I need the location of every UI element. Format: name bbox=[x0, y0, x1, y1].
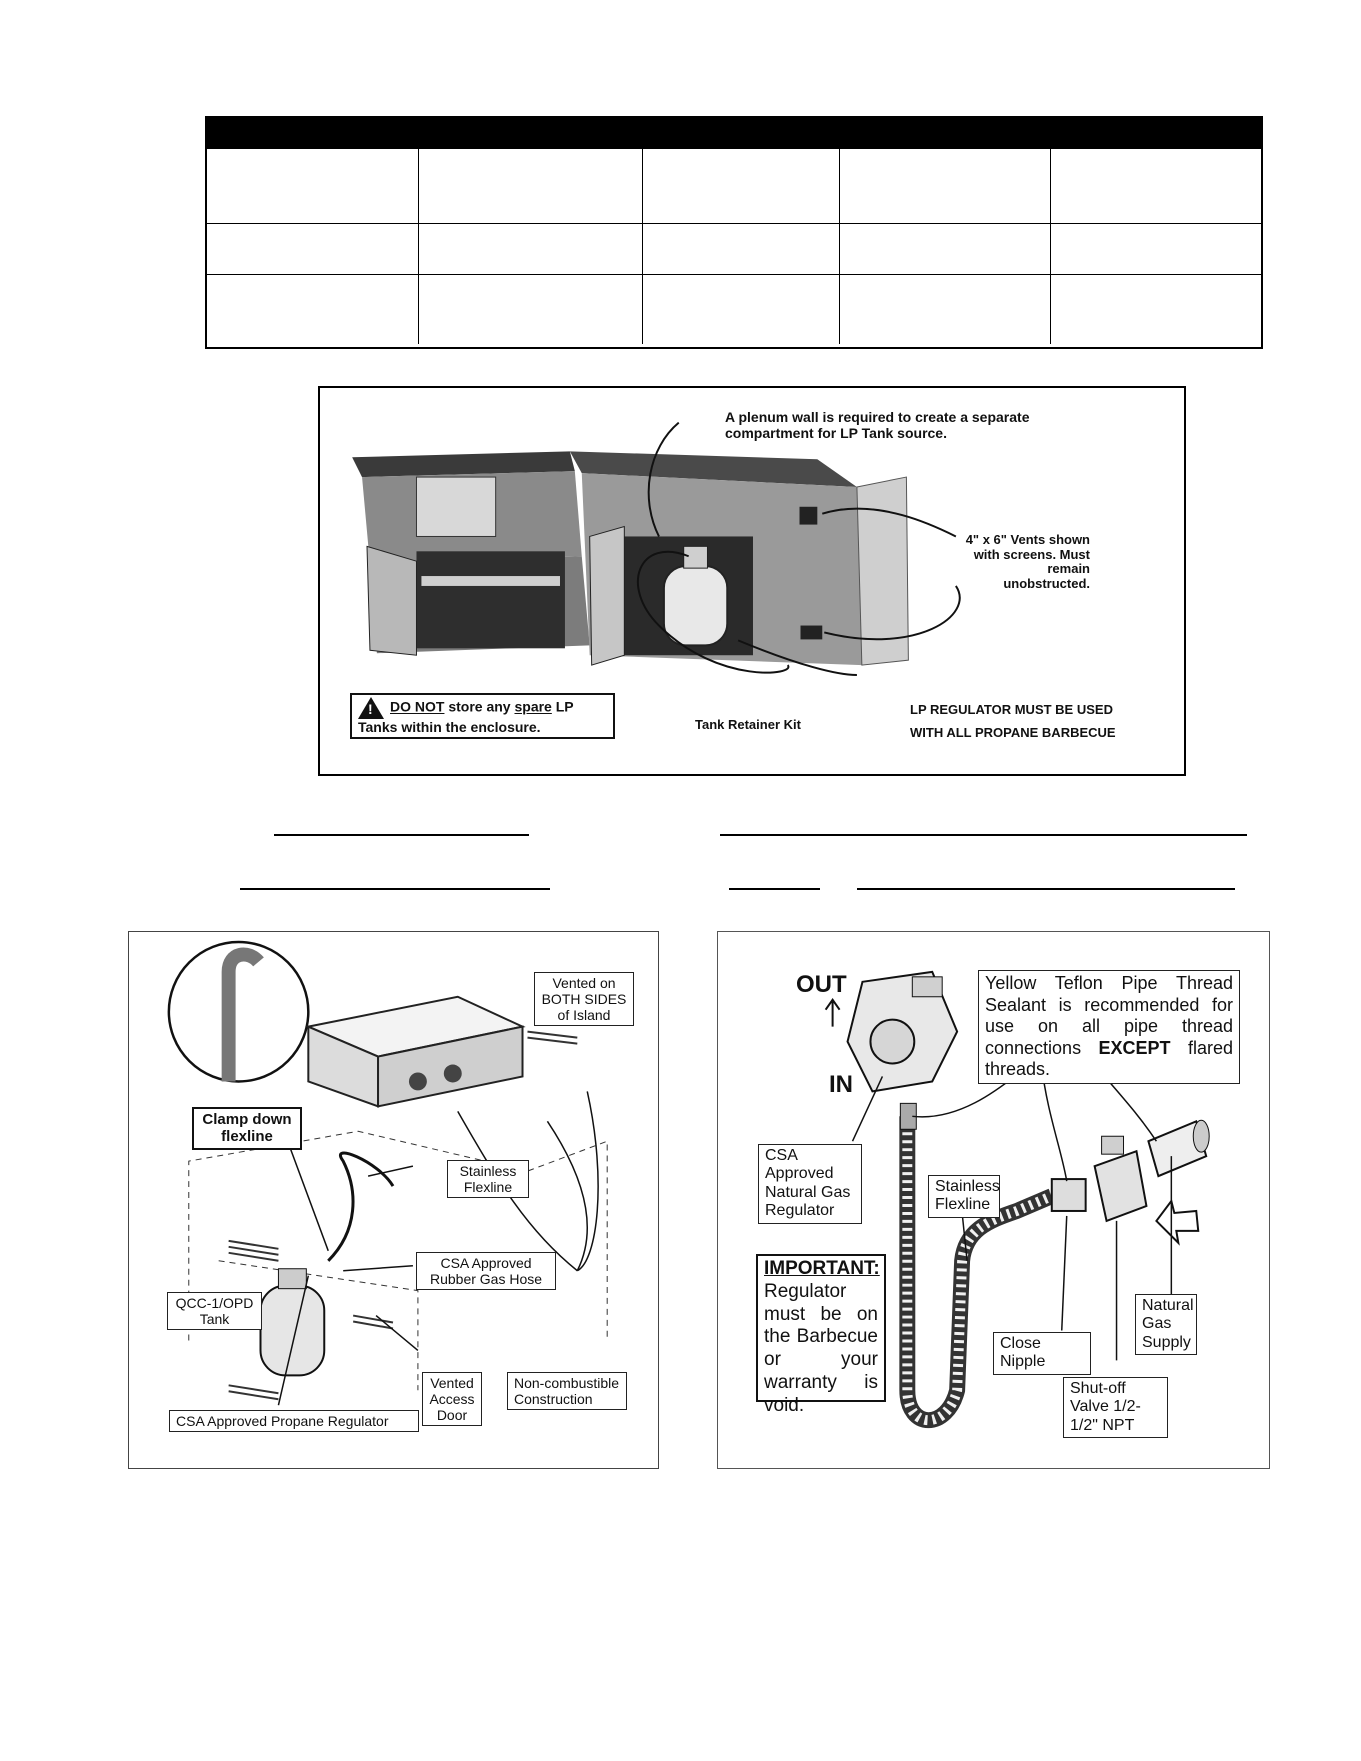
teflon-sealant-note: Yellow Teflon Pipe Thread Sealant is rec… bbox=[978, 970, 1240, 1084]
heading-underline bbox=[857, 888, 1235, 890]
heading-underline bbox=[720, 834, 1247, 836]
table-row bbox=[207, 148, 1261, 223]
natural-gas-regulator-label: CSA Approved Natural Gas Regulator bbox=[758, 1144, 862, 1224]
vented-access-door-label: Vented Access Door bbox=[422, 1372, 482, 1427]
warning-icon: ! bbox=[358, 697, 384, 719]
heading-underline bbox=[729, 888, 820, 890]
vented-both-sides-label: Vented on BOTH SIDES of Island bbox=[534, 972, 634, 1027]
out-label: OUT bbox=[796, 971, 847, 998]
stainless-flexline-label: Stainless Flexline bbox=[928, 1175, 1000, 1218]
clamp-flexline-label: Clamp down flexline bbox=[192, 1107, 302, 1150]
propane-install-figure: Vented on BOTH SIDES of Island Clamp dow… bbox=[128, 931, 659, 1469]
important-warranty-note: IMPORTANT: Regulator must be on the Barb… bbox=[756, 1254, 886, 1416]
heading-underline bbox=[240, 888, 550, 890]
table-header-bar bbox=[207, 118, 1261, 148]
spec-table bbox=[205, 116, 1263, 349]
regulator-note-2: WITH ALL PROPANE BARBECUE bbox=[910, 725, 1116, 740]
rubber-gas-hose-label: CSA Approved Rubber Gas Hose bbox=[416, 1252, 556, 1291]
natural-gas-supply-label: Natural Gas Supply bbox=[1135, 1294, 1197, 1356]
regulator-note-1: LP REGULATOR MUST BE USED bbox=[910, 702, 1113, 717]
noncombustible-label: Non-combustible Construction bbox=[507, 1372, 627, 1411]
heading-underline bbox=[274, 834, 529, 836]
table-row bbox=[207, 274, 1261, 344]
propane-install-drawing bbox=[167, 940, 608, 1406]
tank-label: QCC-1/OPD Tank bbox=[167, 1292, 262, 1331]
natural-gas-drawing bbox=[824, 970, 1210, 1428]
table-row bbox=[207, 223, 1261, 274]
tank-retainer-label: Tank Retainer Kit bbox=[695, 717, 801, 732]
island-enclosure-figure: A plenum wall is required to create a se… bbox=[318, 386, 1186, 776]
propane-regulator-label: CSA Approved Propane Regulator bbox=[169, 1410, 419, 1433]
spare-tank-warning: !DO NOT store any spare LP Tanks within … bbox=[350, 693, 615, 740]
shutoff-valve-label: Shut-off Valve 1/2-1/2" NPT bbox=[1063, 1377, 1168, 1439]
vents-note: 4" x 6" Vents shown with screens. Must r… bbox=[965, 532, 1090, 591]
in-label: IN bbox=[829, 1071, 853, 1098]
island-enclosure-drawing bbox=[352, 421, 961, 677]
natural-gas-figure: OUT IN Yellow Teflon Pipe Thread Sealant… bbox=[717, 931, 1270, 1469]
stainless-flexline-label: Stainless Flexline bbox=[447, 1160, 529, 1199]
plenum-note: A plenum wall is required to create a se… bbox=[725, 409, 1030, 441]
close-nipple-label: Close Nipple bbox=[993, 1332, 1091, 1375]
